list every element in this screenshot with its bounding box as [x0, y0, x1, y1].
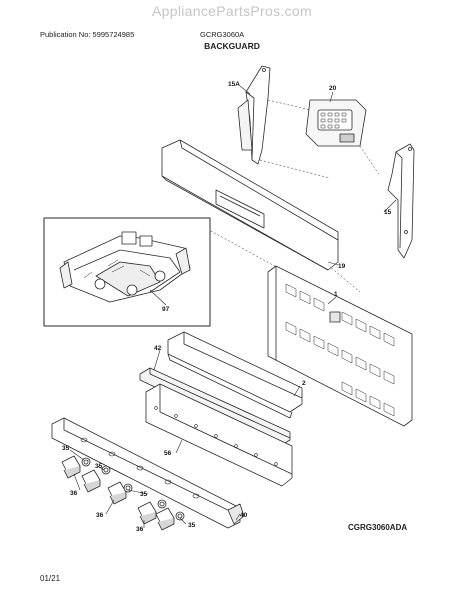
- callout-35-b: 35: [95, 463, 103, 470]
- callout-97: 97: [162, 306, 170, 313]
- part-2-shield[interactable]: [167, 331, 303, 419]
- knob-5: [155, 507, 175, 531]
- part-20-clock-control[interactable]: [305, 99, 367, 147]
- part-15-right-end-cap[interactable]: [387, 143, 415, 259]
- part-40-control-bar[interactable]: [51, 417, 245, 529]
- model-number: GCRG3060A: [200, 30, 245, 39]
- part-42-trim[interactable]: [139, 367, 291, 447]
- callout-35-d: 35: [188, 522, 196, 529]
- callout-40: 40: [240, 512, 248, 519]
- part-1-rear-panel[interactable]: [267, 265, 413, 427]
- callout-1: 1: [334, 291, 338, 298]
- burner-knobs[interactable]: [61, 455, 185, 531]
- part-97-inset-box[interactable]: [43, 217, 211, 327]
- callout-56: 56: [164, 450, 172, 457]
- part-19-backguard-panel[interactable]: [161, 139, 339, 271]
- callout-19: 19: [338, 263, 346, 270]
- callout-2: 2: [302, 380, 306, 387]
- leader-lines: [69, 85, 397, 528]
- callout-20: 20: [329, 85, 337, 92]
- callout-15: 15: [384, 209, 392, 216]
- knob-1: [61, 455, 81, 479]
- publication-number: Publication No: 5995724985: [40, 30, 135, 39]
- callout-labels: 15A 20 15 19 97 1 42 2 56 35 35 35 35 36…: [62, 81, 392, 533]
- site-watermark: AppliancePartsPros.com: [152, 3, 312, 19]
- part-15a-left-end-cap[interactable]: [237, 65, 271, 165]
- callout-36-b: 36: [96, 512, 104, 519]
- page-title: BACKGUARD: [204, 41, 260, 51]
- knob-2: [81, 469, 101, 493]
- callout-15a: 15A: [228, 81, 240, 88]
- footer-date: 01/21: [40, 574, 61, 583]
- alignment-lines: [199, 99, 381, 293]
- callout-35-c: 35: [140, 491, 148, 498]
- part-56-manifold-panel[interactable]: [145, 383, 293, 487]
- callout-36-c: 36: [136, 526, 144, 533]
- knob-3: [107, 481, 127, 505]
- knob-4: [137, 501, 157, 525]
- diagram-code: CGRG3060ADA: [348, 523, 408, 532]
- callout-42: 42: [154, 345, 162, 352]
- callout-36-a: 36: [70, 490, 78, 497]
- callout-35-a: 35: [62, 445, 70, 452]
